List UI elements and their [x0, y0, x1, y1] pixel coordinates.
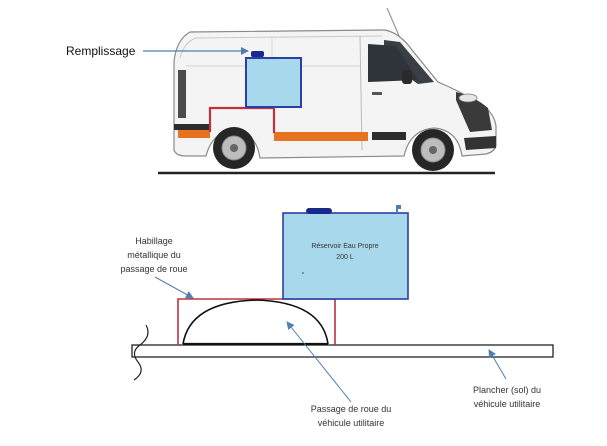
cover-label-line1: Habillage [135, 236, 173, 246]
tank-label-line2: 200 L [336, 254, 354, 261]
wheel-arch-cover [177, 298, 336, 345]
van-rear-wheel [213, 127, 255, 169]
floor-break-mark [133, 324, 149, 381]
tank-vent-icon [396, 205, 401, 213]
wheel-arch-label-line2: véhicule utilitaire [318, 418, 385, 428]
van-tank-cap [251, 51, 264, 57]
cross-section-diagram: Réservoir Eau Propre 200 L Habillage mét… [120, 205, 554, 428]
tank-label-line1: Réservoir Eau Propre [311, 243, 378, 250]
wheel-arch-label-line1: Passage de roue du [311, 404, 392, 414]
tank-cap [306, 208, 332, 214]
cover-label-line2: métallique du [127, 250, 181, 260]
wheel-arch [182, 299, 329, 345]
van-wheel-arch-cover [208, 106, 276, 133]
van-water-tank [245, 57, 302, 108]
filling-label: Remplissage [66, 44, 136, 58]
floor-label-line1: Plancher (sol) du [473, 385, 541, 395]
floor-arrow [488, 349, 507, 380]
water-tank [282, 212, 409, 300]
wheel-arch-arrow [286, 321, 352, 403]
van-illustration [158, 7, 497, 175]
cover-arrow [154, 276, 194, 299]
van-front-wheel [412, 129, 454, 171]
floor-label-line2: véhicule utilitaire [474, 399, 541, 409]
cover-label-line3: passage de roue [120, 264, 187, 274]
vehicle-floor [131, 344, 554, 358]
van-side-stripe [274, 132, 368, 141]
